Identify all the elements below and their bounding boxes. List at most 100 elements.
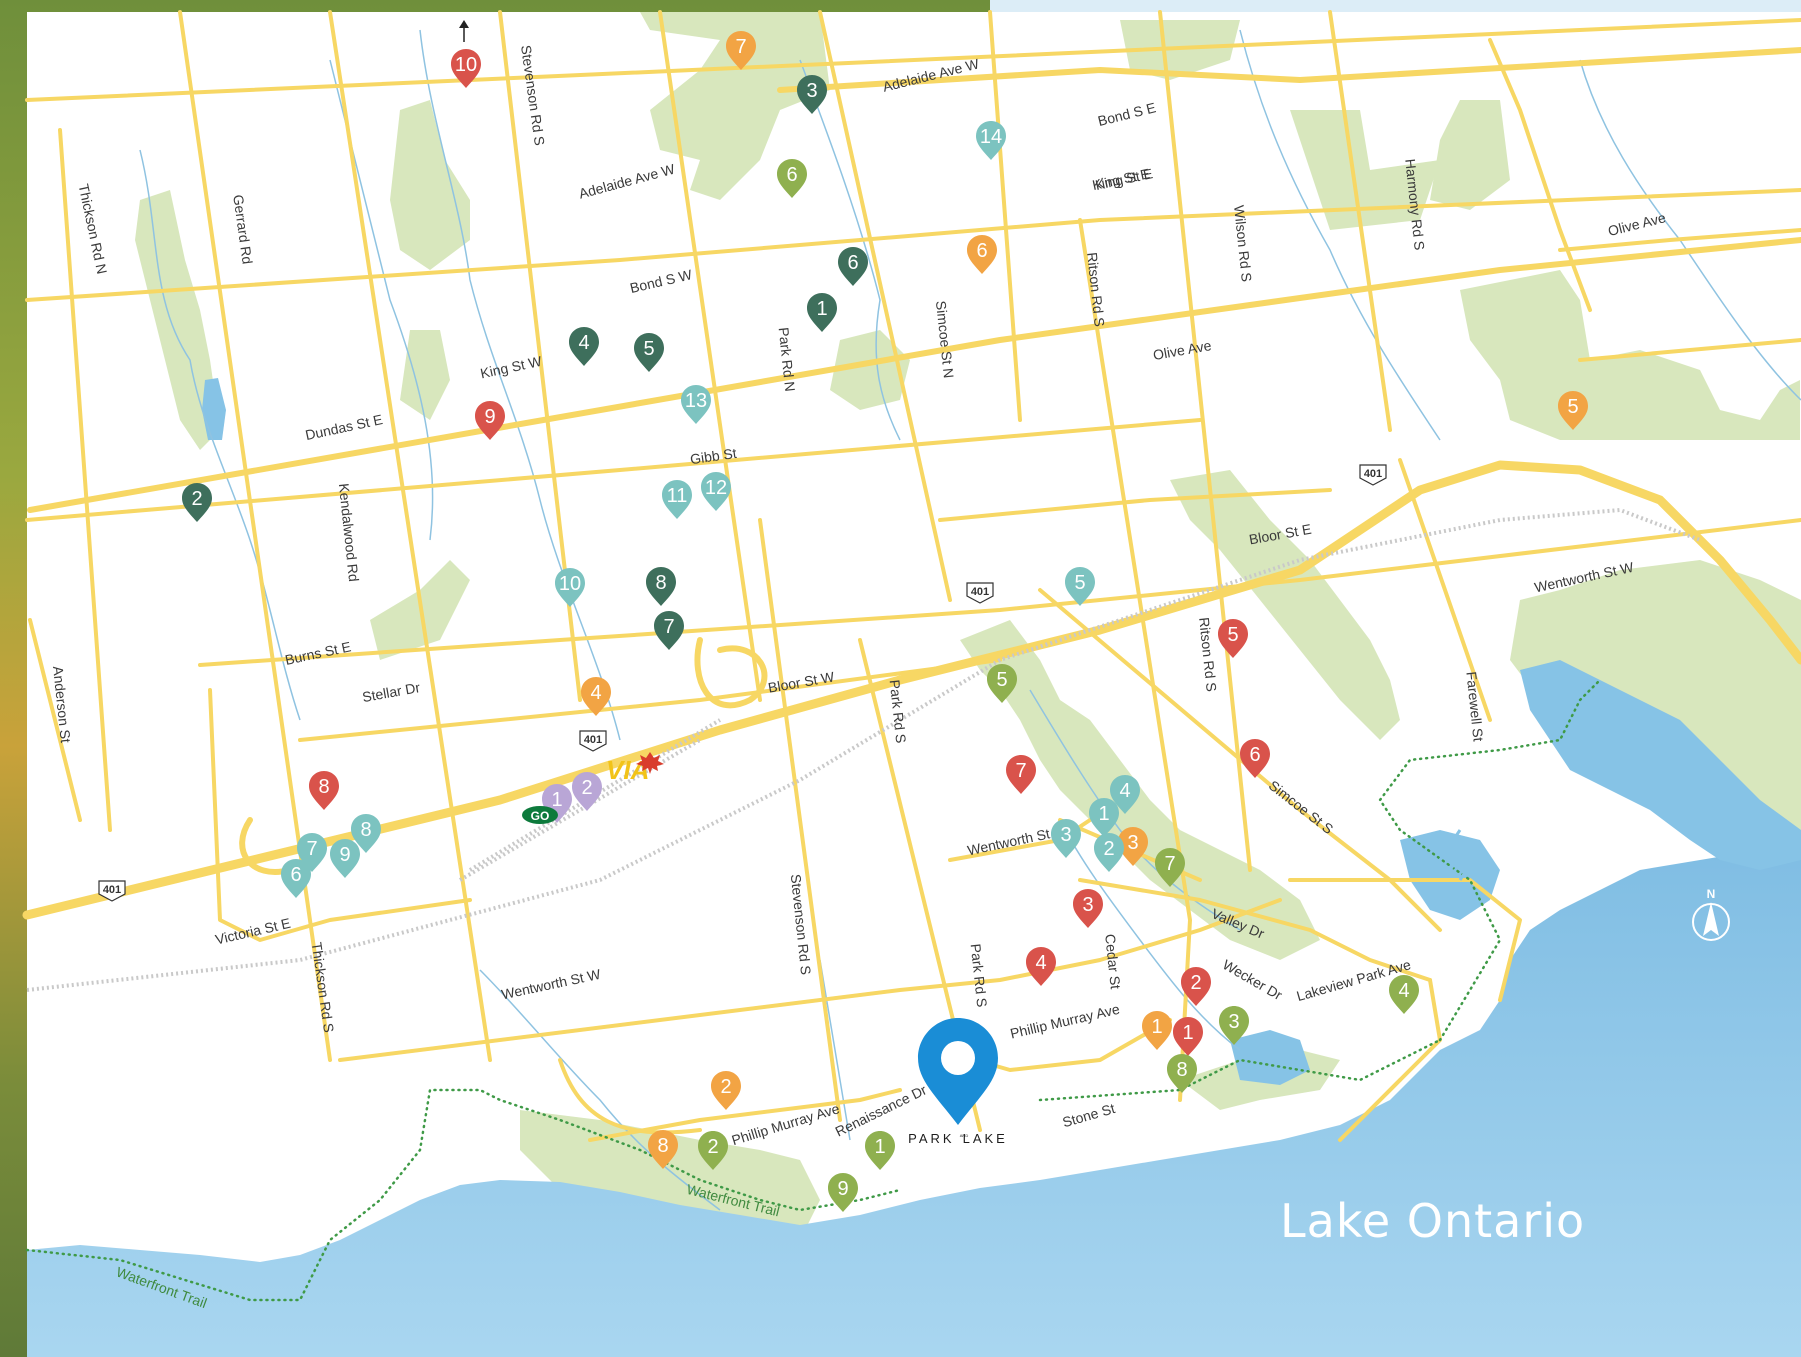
amenity-pin[interactable]: 3 — [1051, 819, 1081, 858]
map-pin-icon[interactable] — [1089, 798, 1119, 837]
map-pin-icon[interactable] — [330, 839, 360, 878]
map-pin-icon[interactable] — [654, 611, 684, 650]
map-pin-icon[interactable] — [451, 49, 481, 88]
map-pin-icon[interactable] — [1167, 1054, 1197, 1093]
amenity-pin[interactable]: 5 — [1218, 619, 1248, 658]
map-pin-icon[interactable] — [1073, 889, 1103, 928]
amenity-pin[interactable]: 5 — [1065, 567, 1095, 606]
amenity-pin[interactable]: 11 — [662, 480, 692, 519]
amenity-pin[interactable]: 5 — [1558, 391, 1588, 430]
map-pin-icon[interactable] — [1051, 819, 1081, 858]
amenity-pin[interactable]: 6 — [1240, 739, 1270, 778]
map-pin-icon[interactable] — [987, 664, 1017, 703]
amenity-pin[interactable]: 2 — [1094, 833, 1124, 872]
map-pin-icon[interactable] — [1219, 1006, 1249, 1045]
amenity-pin[interactable]: 1 — [1173, 1017, 1203, 1056]
amenity-pin[interactable]: 3 — [1073, 889, 1103, 928]
amenity-pin[interactable]: 1 — [1089, 798, 1119, 837]
map-pin-icon[interactable] — [648, 1130, 678, 1169]
map-pin-icon[interactable] — [967, 235, 997, 274]
map-pin-icon[interactable] — [711, 1071, 741, 1110]
amenity-pin[interactable]: 4 — [1110, 775, 1140, 814]
amenity-pin[interactable]: 7 — [654, 611, 684, 650]
amenity-pin[interactable]: 4 — [1026, 947, 1056, 986]
amenity-pin[interactable]: 7 — [1006, 755, 1036, 794]
amenity-pin[interactable]: 6 — [967, 235, 997, 274]
amenity-pin[interactable]: 12 — [701, 472, 731, 511]
map-pin-icon[interactable] — [807, 293, 837, 332]
map-pin-icon[interactable] — [182, 483, 212, 522]
map-pin-icon[interactable] — [701, 472, 731, 511]
amenity-pin[interactable]: 3 — [1219, 1006, 1249, 1045]
map-pin-icon[interactable] — [646, 567, 676, 606]
map-pin-icon[interactable] — [1142, 1011, 1172, 1050]
amenity-pin[interactable]: 6 — [838, 247, 868, 286]
amenity-pin[interactable]: 1 — [807, 293, 837, 332]
map-pin-icon[interactable] — [1026, 947, 1056, 986]
amenity-pin[interactable]: 9 — [828, 1173, 858, 1212]
amenity-pin[interactable]: 2 — [1181, 967, 1211, 1006]
amenity-pin[interactable]: 8 — [1167, 1054, 1197, 1093]
map-pin-icon[interactable] — [634, 333, 664, 372]
amenity-pin[interactable]: 10 — [555, 568, 585, 607]
amenity-pin[interactable]: 4 — [569, 327, 599, 366]
amenity-pin[interactable]: 10 — [451, 49, 481, 88]
map-pin-icon[interactable] — [681, 385, 711, 424]
map-pin-icon[interactable] — [976, 121, 1006, 160]
map-pin-icon[interactable] — [281, 859, 311, 898]
amenity-pin[interactable]: 2 — [182, 483, 212, 522]
amenity-pin[interactable]: 5 — [987, 664, 1017, 703]
map-pin-icon[interactable] — [309, 771, 339, 810]
amenity-pin[interactable]: 6 — [777, 159, 807, 198]
amenity-pin[interactable]: 8 — [646, 567, 676, 606]
amenity-pin[interactable]: 1 — [865, 1131, 895, 1170]
amenity-pin[interactable]: 13 — [681, 385, 711, 424]
amenity-pin[interactable]: 1 — [1142, 1011, 1172, 1050]
amenity-pin[interactable]: 6 — [281, 859, 311, 898]
map-pin-icon[interactable] — [581, 677, 611, 716]
map-pin-icon[interactable] — [475, 401, 505, 440]
map-pin-icon[interactable] — [1218, 619, 1248, 658]
map-pin-icon[interactable] — [1065, 567, 1095, 606]
map-pin-icon[interactable] — [777, 159, 807, 198]
amenity-pin[interactable]: 7 — [1155, 848, 1185, 887]
amenity-pin[interactable]: 5 — [634, 333, 664, 372]
map-pin-icon[interactable] — [1006, 755, 1036, 794]
map-pin-icon[interactable] — [726, 31, 756, 70]
map-pin-icon[interactable] — [555, 568, 585, 607]
amenity-pin[interactable]: 4 — [1389, 975, 1419, 1014]
map-pin-icon[interactable] — [1240, 739, 1270, 778]
map-pin-icon[interactable] — [1118, 827, 1148, 866]
amenity-pin[interactable]: 9 — [475, 401, 505, 440]
amenity-pin[interactable]: 4 — [581, 677, 611, 716]
map-pin-icon[interactable] — [1181, 967, 1211, 1006]
map-pin-icon[interactable] — [828, 1173, 858, 1212]
amenity-pin[interactable]: 2 — [698, 1131, 728, 1170]
map-pin-icon[interactable] — [1389, 975, 1419, 1014]
amenity-pin[interactable]: 14 — [976, 121, 1006, 160]
map-pin-icon[interactable] — [797, 75, 827, 114]
map-pin-icon[interactable] — [572, 772, 602, 811]
map-pin-icon[interactable] — [662, 480, 692, 519]
amenity-pin[interactable]: 8 — [351, 814, 381, 853]
map-pin-icon[interactable] — [569, 327, 599, 366]
amenity-pin[interactable]: 3 — [1118, 827, 1148, 866]
amenity-pin[interactable]: 7 — [726, 31, 756, 70]
amenity-pin[interactable]: 8 — [648, 1130, 678, 1169]
map-pin-icon[interactable] — [1155, 848, 1185, 887]
amenity-pin[interactable]: 2 — [711, 1071, 741, 1110]
map-pin-icon[interactable] — [838, 247, 868, 286]
amenity-pin[interactable]: 8 — [309, 771, 339, 810]
amenity-pin[interactable]: 2 — [572, 772, 602, 811]
amenity-pin[interactable]: 3 — [797, 75, 827, 114]
map-pin-icon[interactable] — [1110, 775, 1140, 814]
map-pin-icon[interactable] — [351, 814, 381, 853]
map-pin-icon[interactable] — [865, 1131, 895, 1170]
amenity-pin[interactable]: 9 — [330, 839, 360, 878]
map-pin-icon[interactable] — [1173, 1017, 1203, 1056]
map-pin-icon[interactable] — [1094, 833, 1124, 872]
